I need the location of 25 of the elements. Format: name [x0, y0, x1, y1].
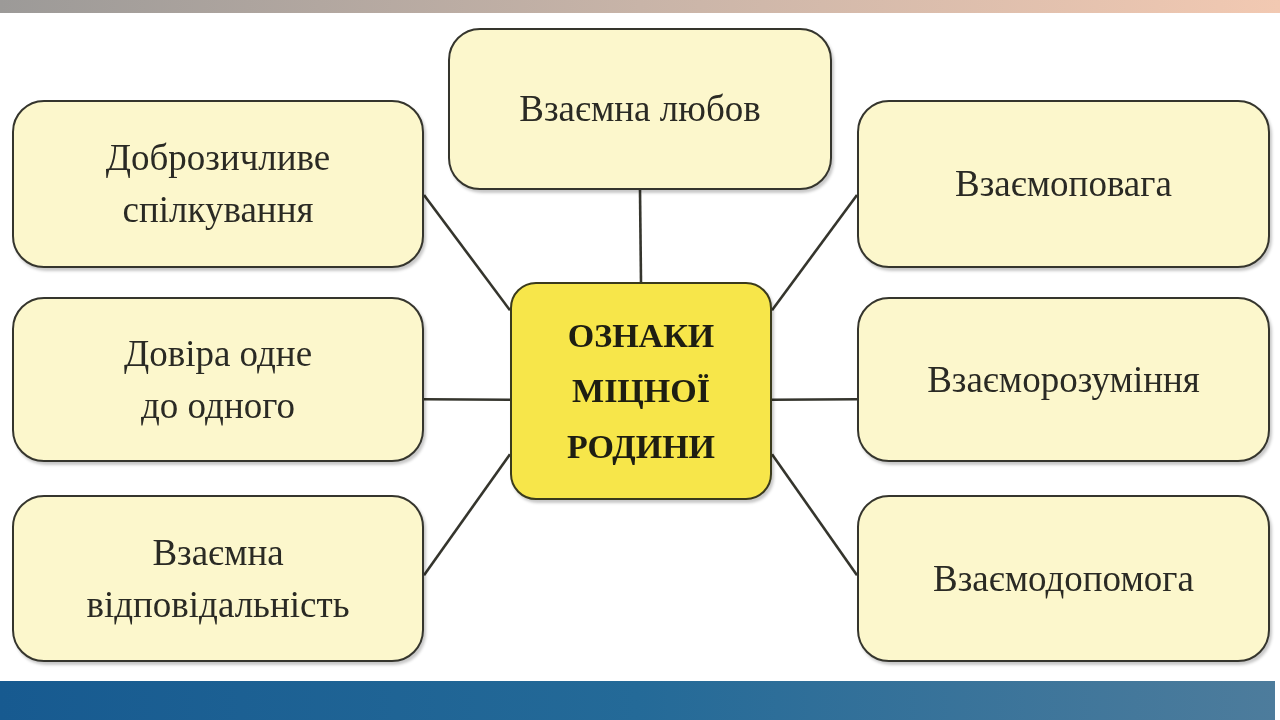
connector-line [424, 398, 510, 401]
box-label: Довіра одне до одного [122, 331, 314, 428]
header-bar [0, 0, 1280, 13]
central-box [510, 282, 772, 500]
rounded-box [12, 297, 424, 462]
central-title: ОЗНАКИ МІЦНОЇ РОДИНИ [565, 316, 717, 467]
box-label: Взаємодопомога [933, 556, 1194, 601]
box-label: Доброзичливе спілкування [104, 136, 332, 232]
rounded-box [12, 495, 424, 662]
connector-line [638, 190, 643, 282]
connector-line [770, 194, 859, 312]
box-label: Взаєморозуміння [927, 357, 1200, 402]
rounded-box [448, 28, 832, 190]
rounded-box [857, 495, 1270, 662]
connector-line [422, 453, 512, 576]
connector-line [770, 453, 859, 576]
connector-line [772, 398, 857, 401]
footer-bar [0, 681, 1275, 720]
connector-line [422, 194, 512, 312]
rounded-box [857, 297, 1270, 462]
box-label: Взаємна відповідальність [85, 530, 351, 627]
rounded-box [12, 100, 424, 268]
rounded-box [857, 100, 1270, 268]
box-label: Взаємоповага [955, 162, 1172, 207]
box-label: Взаємна любов [519, 87, 761, 132]
